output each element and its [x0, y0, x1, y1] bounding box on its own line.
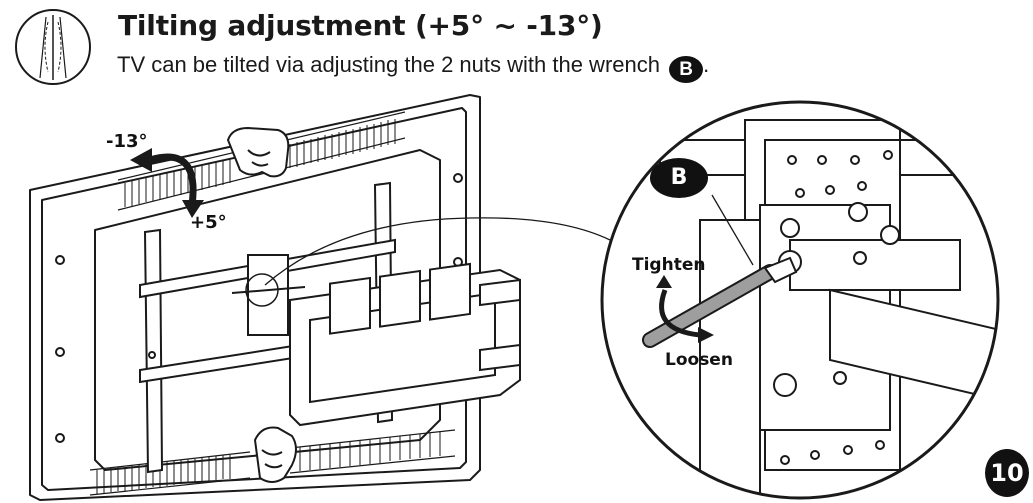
page-title: Tilting adjustment (+5° ~ -13°) — [118, 9, 603, 42]
instruction-end: . — [703, 52, 710, 77]
tilt-icon — [15, 9, 91, 85]
tilt-arrow — [148, 153, 197, 206]
tighten-loosen-arrow — [656, 275, 714, 343]
leader-line — [264, 217, 611, 286]
tighten-label: Tighten — [632, 255, 706, 275]
angle-up-label: -13° — [106, 131, 148, 152]
instruction-text: TV can be tilted via adjusting the 2 nut… — [117, 52, 709, 83]
loosen-label: Loosen — [665, 350, 733, 370]
hand-bottom — [253, 426, 297, 483]
detail-view — [600, 100, 1000, 500]
tilt-joint — [231, 254, 306, 336]
page-number: 10 — [985, 449, 1029, 497]
wrench-badge: B — [669, 56, 704, 83]
wrench-icon — [642, 194, 798, 348]
angle-down-label: +5° — [190, 212, 227, 233]
wrench-callout: B — [650, 158, 708, 198]
wall-plate — [289, 262, 521, 427]
hand-top — [226, 126, 290, 178]
instruction-main: TV can be tilted via adjusting the 2 nut… — [117, 52, 660, 77]
